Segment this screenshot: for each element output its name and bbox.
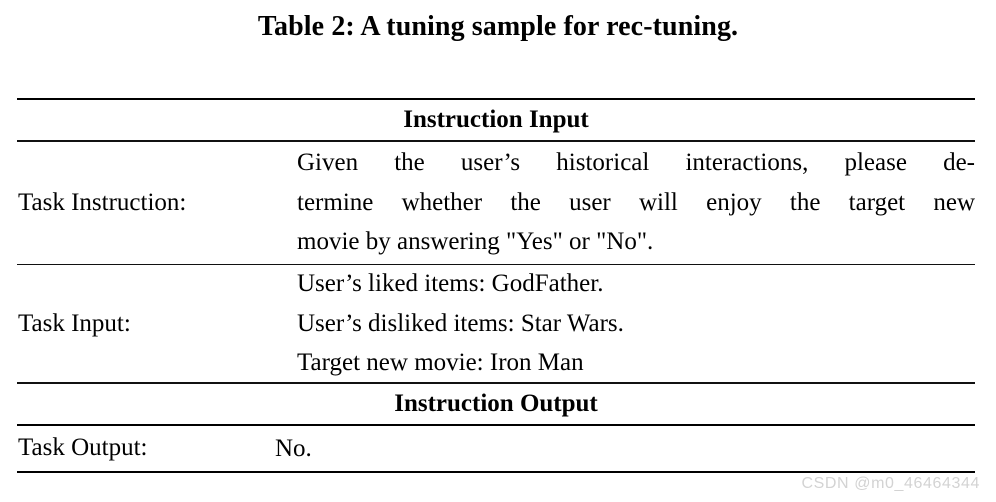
table-row-task-input: Task Input: User’s liked items: GodFathe…	[17, 265, 975, 382]
task-instruction-label: Task Instruction:	[18, 188, 187, 216]
task-instruction-line-3: movie by answering "Yes" or "No".	[297, 228, 654, 256]
data-table: Instruction Input Task Instruction: Give…	[17, 98, 975, 473]
task-input-content: User’s liked items: GodFather. User’s di…	[297, 264, 975, 383]
table-rule-above-output-header	[17, 382, 975, 384]
task-output-label: Task Output:	[18, 434, 148, 462]
table-rule-top	[17, 98, 975, 100]
table-rule-under-input-header	[17, 140, 975, 142]
task-input-label: Task Input:	[18, 309, 131, 337]
task-input-line-3: Target new movie: Iron Man	[297, 349, 584, 377]
table-row-task-output: Task Output: No.	[17, 426, 975, 471]
csdn-watermark: CSDN @m0_46464344	[801, 475, 980, 492]
section-header-instruction-output: Instruction Output	[394, 389, 598, 417]
task-instruction-line-2: termine whether the user will enjoy the …	[297, 188, 975, 216]
table-row-task-instruction: Task Instruction: Given the user’s histo…	[17, 142, 975, 264]
task-instruction-content: Given the user’s historical interactions…	[297, 143, 975, 262]
table-rule-under-output-header	[17, 423, 975, 426]
task-input-line-1: User’s liked items: GodFather.	[297, 270, 604, 298]
task-instruction-line-1: Given the user’s historical interactions…	[297, 149, 975, 177]
table-rule-between-instruction-and-input	[17, 263, 975, 266]
table-rule-bottom	[17, 470, 975, 473]
task-input-line-2: User’s disliked items: Star Wars.	[297, 309, 624, 337]
task-output-value: No.	[275, 434, 312, 462]
section-header-instruction-input: Instruction Input	[403, 106, 589, 133]
table-caption: Table 2: A tuning sample for rec-tuning.	[257, 11, 739, 42]
